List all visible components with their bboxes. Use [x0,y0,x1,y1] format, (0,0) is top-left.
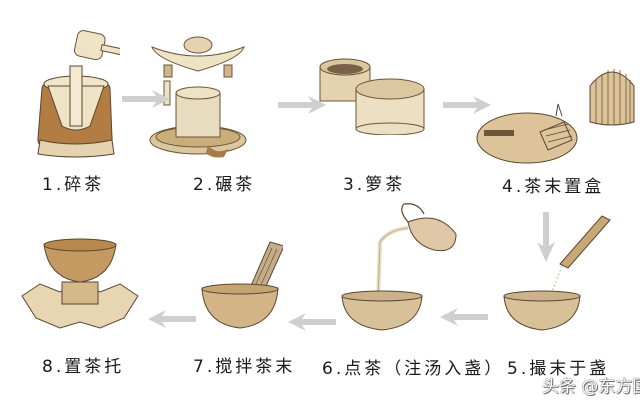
step-4-label: 4.茶末置盒 [502,177,605,197]
step-2-label: 2.碾茶 [193,175,256,195]
step-3-label: 3.箩茶 [343,175,406,195]
step-5-label: 5.撮末于盏 [507,359,610,379]
arrow-down-4-5 [537,212,555,262]
sieve-illustration [319,58,425,135]
arrow-right-2-3 [278,96,326,114]
arrow-left-5-6 [440,308,488,326]
bowl-on-saucer-illustration [21,238,139,329]
bowl-whisk-illustration [201,241,283,329]
step-6-label: 6.点茶（注汤入盏） [322,359,505,379]
step-7-label: 7.搅拌茶末 [193,357,296,377]
step-1-label: 1.碎茶 [42,175,105,195]
ewer-pouring-illustration [341,203,457,331]
tea-box-illustration [476,69,635,164]
arrow-right-1-2 [122,90,170,108]
mortar-illustration [37,30,120,158]
watermark: 头条 @东方国学 [542,377,640,397]
tea-grinder-illustration [149,36,247,158]
step-8-label: 8.置茶托 [42,357,125,377]
arrow-left-6-7 [288,313,336,331]
arrow-right-3-4 [443,96,491,114]
arrow-left-7-8 [148,310,196,328]
spoon-bowl-illustration [503,215,611,331]
